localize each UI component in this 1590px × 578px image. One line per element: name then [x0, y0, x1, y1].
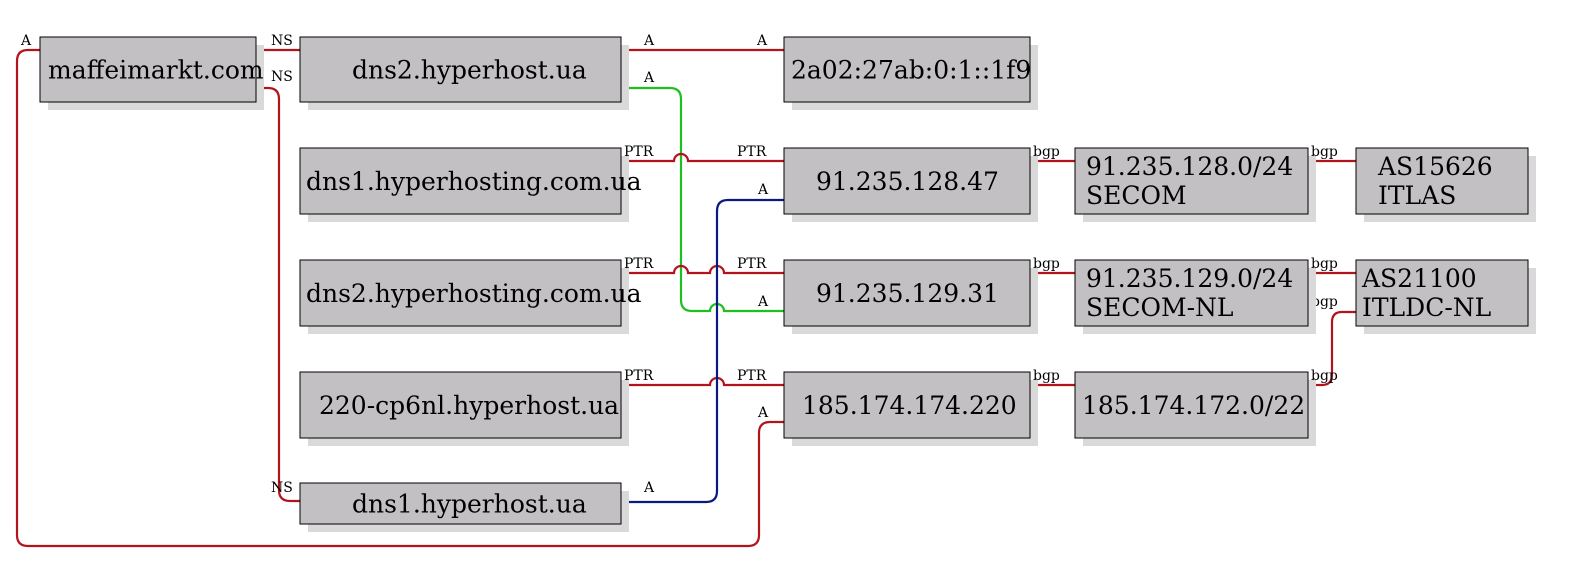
node-box: [299, 147, 622, 215]
label-ns-dns1-top: NS: [271, 69, 293, 85]
node-box: [39, 36, 257, 103]
node-box: [1355, 259, 1529, 327]
node-maffeimarkt[interactable]: maffeimarkt.com: [39, 36, 264, 110]
node-ipv6[interactable]: 2a02:27ab:0:1::1f9: [783, 36, 1038, 110]
node-label-line-2: ITLAS: [1378, 181, 1456, 210]
node-box: [783, 259, 1031, 327]
node-label-line-2: SECOM-NL: [1086, 293, 1234, 322]
label-a-ipv6: A: [756, 33, 768, 49]
label-a-ip128: A: [757, 182, 769, 198]
node-box: [1074, 147, 1309, 215]
node-dns2-hyperhosting[interactable]: dns2.hyperhosting.com.ua: [299, 259, 642, 334]
label-ptr-ip174: PTR: [737, 368, 767, 384]
label-ptr-ip129: PTR: [737, 256, 767, 272]
node-label: dns2.hyperhost.ua: [352, 56, 587, 85]
node-box: [299, 36, 622, 103]
label-ptr-cp6nl: PTR: [624, 368, 654, 384]
edge-dns2hh-ptr-ip129: [621, 264, 784, 275]
label-bgp-ip129: bgp: [1033, 256, 1060, 272]
label-ptr-dns1hh: PTR: [624, 144, 654, 160]
edge-dns1hu-a-ip128: [621, 198, 784, 504]
node-label-line-1: AS15626: [1377, 152, 1493, 181]
nodes-layer: maffeimarkt.com dns2.hyperhost.ua 2a02:27a…: [39, 36, 1536, 532]
edge-dns2-a-ip129: [621, 86, 784, 313]
node-label: dns2.hyperhosting.com.ua: [306, 279, 642, 308]
node-ip-129-31[interactable]: 91.235.129.31: [783, 259, 1038, 334]
edge-net172-bgp-as21100: [1308, 310, 1356, 387]
node-box: [299, 371, 622, 439]
node-box: [1355, 147, 1529, 215]
node-label: 185.174.172.0/22: [1082, 391, 1305, 420]
label-a-ip129: A: [757, 294, 769, 310]
label-ptr-ip128: PTR: [737, 144, 767, 160]
label-ns-dns1-bottom: NS: [271, 480, 293, 496]
label-bgp-ip128: bgp: [1033, 144, 1060, 160]
label-bgp-net129: bgp: [1311, 256, 1338, 272]
node-cp6nl[interactable]: 220-cp6nl.hyperhost.ua: [299, 371, 629, 446]
node-label: 91.235.128.47: [816, 167, 999, 196]
node-box: [1074, 371, 1309, 439]
label-bgp-net128: bgp: [1311, 144, 1338, 160]
node-label: 2a02:27ab:0:1::1f9: [791, 56, 1031, 85]
node-box: [783, 371, 1031, 439]
node-box: [1074, 259, 1309, 327]
label-bgp-as21100-in: bgp: [1311, 294, 1338, 310]
label-a-dns1hu: A: [643, 480, 655, 496]
node-label: 91.235.129.31: [816, 279, 999, 308]
edge-maffeimarkt-a-ip174: [15, 48, 784, 548]
label-ptr-dns2hh: PTR: [624, 256, 654, 272]
node-ip-128-47[interactable]: 91.235.128.47: [783, 147, 1038, 222]
node-label: 185.174.174.220: [802, 391, 1017, 420]
node-label: dns1.hyperhost.ua: [352, 490, 587, 519]
node-box: [783, 36, 1031, 103]
node-box: [299, 259, 622, 327]
node-label: 220-cp6nl.hyperhost.ua: [319, 391, 619, 420]
node-label-line-2: ITLDC-NL: [1362, 293, 1491, 322]
label-a-dns2-green: A: [643, 70, 655, 86]
label-bgp-ip174: bgp: [1033, 368, 1060, 384]
node-box: [783, 147, 1031, 215]
edge-dns1hh-ptr-ip128: [621, 152, 784, 163]
label-bgp-net172: bgp: [1311, 368, 1338, 384]
node-net-172[interactable]: 185.174.172.0/22: [1074, 371, 1316, 446]
label-a-maffeimarkt: A: [20, 33, 32, 49]
node-dns1-hyperhosting[interactable]: dns1.hyperhosting.com.ua: [299, 147, 642, 222]
node-label-line-1: AS21100: [1361, 264, 1477, 293]
node-ip-174-220[interactable]: 185.174.174.220: [783, 371, 1038, 446]
node-box: [299, 482, 622, 525]
node-label: dns1.hyperhosting.com.ua: [306, 167, 642, 196]
node-dns1-hyperhost-ua[interactable]: dns1.hyperhost.ua: [299, 482, 629, 532]
label-ns-dns2: NS: [271, 33, 293, 49]
edge-maffeimarkt-ns-dns1: [256, 86, 300, 503]
node-label-line-1: 91.235.128.0/24: [1086, 152, 1293, 181]
label-a-ip174: A: [757, 405, 769, 421]
node-label: maffeimarkt.com: [48, 56, 264, 85]
node-label-line-2: SECOM: [1086, 181, 1187, 210]
node-label-line-1: 91.235.129.0/24: [1086, 264, 1293, 293]
node-dns2-hyperhost-ua[interactable]: dns2.hyperhost.ua: [299, 36, 629, 110]
label-a-dns2-src: A: [643, 33, 655, 49]
